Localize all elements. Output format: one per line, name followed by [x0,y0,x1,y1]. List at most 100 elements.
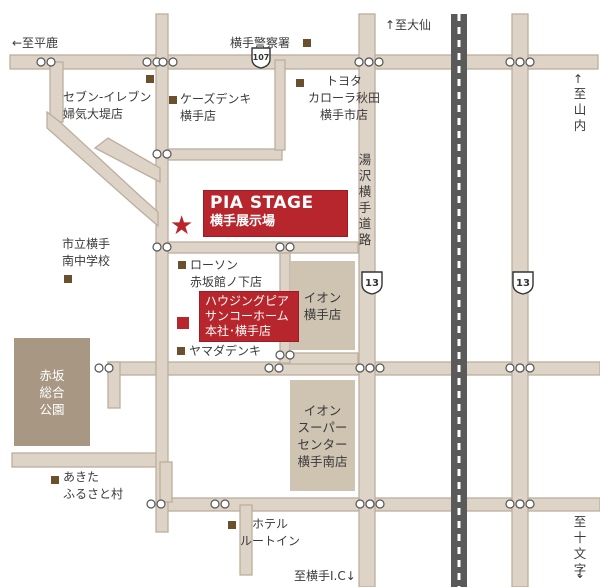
traffic-signal [285,350,295,360]
traffic-signal [505,499,515,509]
yuzawa-yokote-road [358,13,376,587]
traffic-signal [355,363,365,373]
landmark-hotel-label: ホテル ルートイン [240,517,301,548]
traffic-signal [365,363,375,373]
road-diagonal-upper [93,137,161,184]
pia-stage-title: PIA STAGE [210,193,314,213]
traffic-signal [46,57,56,67]
road-vertical-main [155,13,169,533]
traffic-signal [505,363,515,373]
police-marker [303,39,311,47]
traffic-signal [364,57,374,67]
direction-north: ↑至大仙 [385,18,432,32]
park-block [14,338,90,446]
pia-stage-callout[interactable]: PIA STAGE 横手展示場 [203,190,348,237]
road-name-label: 湯沢横手道路 [358,152,372,247]
traffic-signal [354,57,364,67]
traffic-signal [36,57,46,67]
direction-south-arrow: ↓ [575,567,586,581]
traffic-signal [375,363,385,373]
traffic-signal [220,499,230,509]
road-network [9,13,600,587]
traffic-signal [162,149,172,159]
seven-eleven-marker [146,75,154,83]
landmark-school-label: 市立横手 南中学校 [62,237,111,268]
road-horizontal-mid [161,241,359,254]
traffic-signal [525,57,535,67]
traffic-signal [525,499,535,509]
traffic-signal [275,350,285,360]
direction-east-arrow: ↑ [573,72,584,86]
city-blocks [14,261,355,491]
traffic-signal [274,363,284,373]
park-label: 赤坂 総合 公園 [39,367,65,417]
road-vertical-park-east [107,361,121,409]
aeon-super-block [290,380,355,491]
traffic-signal [94,363,104,373]
direction-south-label: 至十文字 [573,514,587,577]
traffic-signal [365,499,375,509]
route-13-shield-right: 13 [512,271,534,295]
landmark-ks-denki-label: ケーズデンキ 横手店 [180,92,252,123]
traffic-signal [525,363,535,373]
traffic-signal [374,57,384,67]
traffic-signal [355,499,365,509]
route-107-shield: 107 [251,47,271,69]
traffic-signal [264,363,274,373]
lawson-marker [178,261,186,269]
landmark-toyota-label: トヨタ カローラ秋田 横手市店 [308,74,381,122]
traffic-signal [515,363,525,373]
traffic-signal [168,57,178,67]
housing-pia-line1: ハウジングピア [205,294,290,308]
road-vertical-west [49,61,64,123]
landmark-police-label: 横手警察署 [230,36,291,50]
housing-pia-line2: サンコーホーム [205,309,289,323]
route-107-number: 107 [253,53,270,62]
road-horizontal-upper [161,148,283,161]
route-13-road [511,13,529,587]
pia-stage-star-icon[interactable]: ★ [170,211,194,241]
housing-pia-marker[interactable] [177,317,189,329]
traffic-signal [152,149,162,159]
aeon-label: イオン 横手店 [303,289,342,322]
traffic-signal [275,242,285,252]
route-13-number-left: 13 [365,278,379,289]
traffic-signal [285,242,295,252]
railway [451,14,467,587]
landmark-yamada-label: ヤマダデンキ [189,344,262,358]
traffic-signal [505,57,515,67]
pia-stage-subtitle: 横手展示場 [210,214,276,229]
landmark-lawson-label: ローソン 赤坂館ノ下店 [190,258,263,289]
housing-pia-line3: 本社･横手店 [205,324,272,338]
traffic-signal [142,57,152,67]
route-13-shield-left: 13 [361,271,383,295]
road-horizontal-akita [11,452,163,468]
road-vertical-south [159,461,173,503]
traffic-signal [146,499,156,509]
direction-west: ←至平鹿 [12,36,59,50]
traffic-signal [210,499,220,509]
route-13-number-right: 13 [516,278,530,289]
traffic-signal [104,363,114,373]
hotel-marker [228,521,236,529]
landmark-akita-label: あきた ふるさと村 [63,470,124,501]
traffic-signal [515,57,525,67]
road-diagonal-west [46,110,159,228]
aeon-block [290,261,355,350]
ks-denki-marker [169,96,177,104]
akita-marker [51,476,59,484]
toyota-marker [296,79,304,87]
direction-east-label: 至山内 [573,86,587,133]
traffic-signal [515,499,525,509]
traffic-signals [36,57,535,509]
direction-ic: 至横手I.C↓ [294,569,356,583]
traffic-signal [152,242,162,252]
school-marker [64,275,72,283]
traffic-signal [156,499,166,509]
traffic-signal [162,242,172,252]
housing-pia-callout[interactable]: ハウジングピア サンコーホーム 本社･横手店 [199,291,299,342]
road-vertical-ks [274,59,286,151]
road-vertical-hotel [239,504,253,576]
